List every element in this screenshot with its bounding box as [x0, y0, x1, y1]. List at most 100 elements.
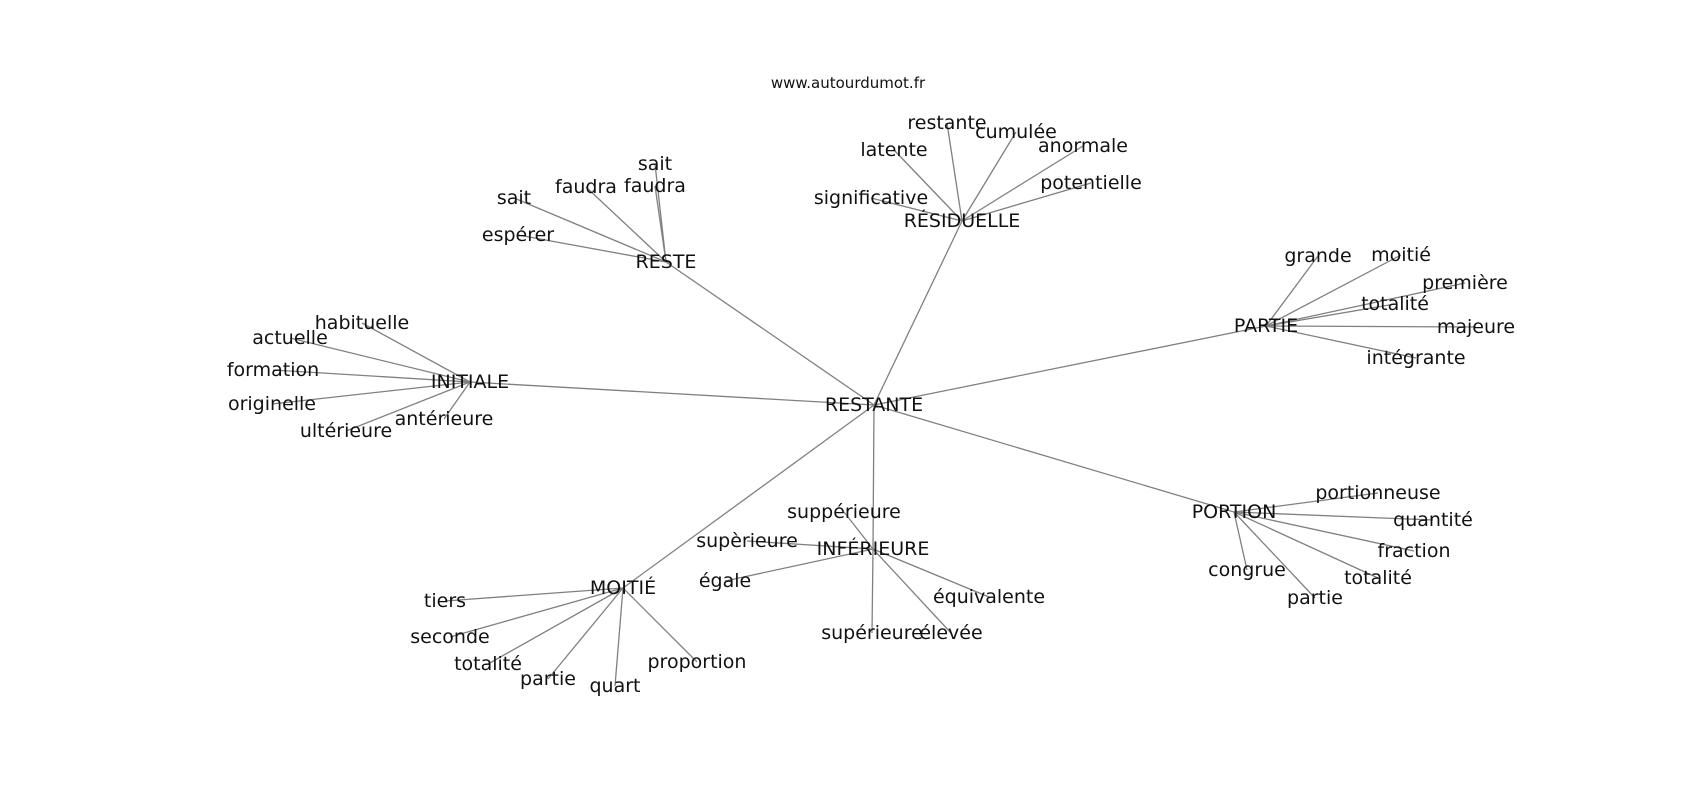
edge-partie-4 [1265, 325, 1477, 328]
leaf-node-portion-1[interactable]: quantité [1393, 509, 1473, 531]
hub-node-moitie[interactable]: MOITIÉ [590, 576, 656, 599]
hub-node-partie[interactable]: PARTIE [1234, 315, 1298, 337]
edges-layer [271, 122, 1477, 687]
leaf-node-partie-3[interactable]: totalité [1361, 293, 1429, 315]
edge-reste-3 [654, 185, 667, 263]
hub-node-initiale[interactable]: INITIALE [431, 371, 509, 393]
leaf-node-inferieure-4[interactable]: supérieure [821, 622, 923, 644]
edge-center-partie [873, 325, 1267, 406]
leaf-node-residuelle-1[interactable]: cumulée [975, 121, 1057, 143]
edge-residuelle-1 [961, 131, 1017, 222]
leaf-node-reste-2[interactable]: sait [497, 187, 531, 209]
edge-center-initiale [469, 381, 875, 406]
edge-partie-0 [1265, 255, 1319, 327]
leaf-node-partie-5[interactable]: intégrante [1366, 347, 1465, 369]
edge-portion-1 [1233, 511, 1434, 521]
edge-inferieure-2 [724, 548, 874, 582]
leaf-node-residuelle-0[interactable]: restante [907, 112, 986, 134]
edge-inferieure-5 [872, 548, 952, 634]
edge-inferieure-1 [746, 540, 874, 550]
leaf-node-residuelle-2[interactable]: latente [860, 139, 927, 161]
leaf-node-initiale-4[interactable]: antérieure [395, 408, 494, 430]
leaf-node-reste-1[interactable]: faudra [555, 176, 617, 198]
leaf-node-initiale-3[interactable]: originelle [228, 393, 316, 415]
edge-initiale-2 [272, 369, 471, 383]
edge-center-reste [665, 261, 875, 406]
leaf-node-moitie-0[interactable]: tiers [424, 590, 466, 612]
edge-moitie-4 [614, 587, 624, 687]
edge-portion-5 [1233, 511, 1316, 599]
edge-partie-5 [1265, 325, 1417, 359]
edge-residuelle-2 [893, 149, 963, 222]
edge-center-portion [873, 404, 1235, 513]
leaf-node-initiale-2[interactable]: formation [227, 359, 319, 381]
edge-center-residuelle [873, 220, 963, 406]
leaf-node-portion-0[interactable]: portionneuse [1315, 482, 1440, 504]
edge-initiale-0 [361, 322, 471, 383]
leaf-node-reste-3[interactable]: faudra [624, 175, 686, 197]
edge-initiale-3 [271, 381, 471, 405]
center-node[interactable]: RESTANTE [825, 394, 923, 416]
edge-moitie-5 [622, 587, 698, 663]
site-url: www.autourdumot.fr [771, 74, 926, 92]
leaf-node-moitie-1[interactable]: seconde [410, 626, 489, 648]
edge-residuelle-3 [961, 145, 1084, 222]
edge-moitie-2 [487, 587, 624, 665]
leaf-node-inferieure-0[interactable]: suppérieure [787, 501, 901, 523]
leaf-node-moitie-5[interactable]: proportion [648, 651, 747, 673]
hub-node-reste[interactable]: RESTE [636, 251, 697, 273]
leaf-node-inferieure-1[interactable]: supèrieure [696, 530, 798, 552]
edge-moitie-3 [547, 587, 624, 680]
leaf-node-moitie-4[interactable]: quart [589, 675, 640, 697]
leaf-node-initiale-5[interactable]: ultérieure [300, 420, 392, 442]
leaf-node-moitie-3[interactable]: partie [520, 668, 576, 690]
edge-portion-2 [1233, 511, 1415, 552]
edge-center-moitie [622, 404, 875, 589]
leaf-node-partie-4[interactable]: majeure [1437, 316, 1515, 338]
edge-reste-2 [513, 197, 667, 263]
edge-partie-2 [1265, 282, 1466, 327]
leaf-node-residuelle-5[interactable]: potentielle [1040, 172, 1142, 194]
leaf-node-portion-3[interactable]: congrue [1208, 559, 1286, 581]
leaf-node-partie-0[interactable]: grande [1284, 245, 1351, 267]
leaf-node-inferieure-2[interactable]: égale [699, 570, 751, 592]
edge-inferieure-4 [871, 548, 874, 634]
labels-layer: RESTANTERESTEsaitfaudrasaitfaudraespérer… [227, 112, 1515, 697]
leaf-node-reste-0[interactable]: sait [638, 153, 672, 175]
edge-portion-3 [1233, 511, 1248, 571]
leaf-node-residuelle-4[interactable]: significative [814, 187, 928, 209]
edge-inferieure-0 [843, 511, 874, 550]
hub-node-inferieure[interactable]: INFÉRIEURE [817, 537, 930, 560]
leaf-node-portion-4[interactable]: totalité [1344, 567, 1412, 589]
leaf-node-portion-2[interactable]: fraction [1378, 540, 1451, 562]
edge-initiale-1 [289, 337, 471, 383]
leaf-node-portion-5[interactable]: partie [1287, 587, 1343, 609]
edge-center-inferieure [872, 404, 875, 550]
edge-residuelle-5 [961, 182, 1092, 222]
hub-node-residuelle[interactable]: RÉSIDUELLE [904, 209, 1021, 232]
edge-portion-4 [1233, 511, 1379, 579]
hub-node-portion[interactable]: PORTION [1192, 501, 1277, 523]
leaf-node-inferieure-3[interactable]: équivalente [933, 586, 1045, 608]
edge-inferieure-3 [872, 548, 990, 598]
edge-moitie-0 [444, 587, 624, 602]
edge-reste-1 [585, 186, 667, 263]
edge-moitie-1 [449, 587, 624, 638]
edge-reste-4 [517, 234, 667, 263]
edge-residuelle-4 [870, 197, 963, 222]
edge-partie-1 [1265, 254, 1402, 327]
edge-portion-0 [1233, 492, 1379, 513]
leaf-node-partie-1[interactable]: moitié [1371, 244, 1431, 266]
leaf-node-inferieure-5[interactable]: élevée [919, 622, 982, 644]
leaf-node-initiale-1[interactable]: actuelle [252, 327, 328, 349]
edge-partie-3 [1265, 303, 1396, 327]
edge-initiale-4 [443, 381, 471, 420]
leaf-node-residuelle-3[interactable]: anormale [1038, 135, 1128, 157]
edge-initiale-5 [345, 381, 471, 432]
leaf-node-initiale-0[interactable]: habituelle [315, 312, 409, 334]
leaf-node-moitie-2[interactable]: totalité [454, 653, 522, 675]
leaf-node-partie-2[interactable]: première [1422, 272, 1508, 294]
edge-residuelle-0 [946, 122, 963, 222]
leaf-node-reste-4[interactable]: espérer [482, 224, 554, 246]
